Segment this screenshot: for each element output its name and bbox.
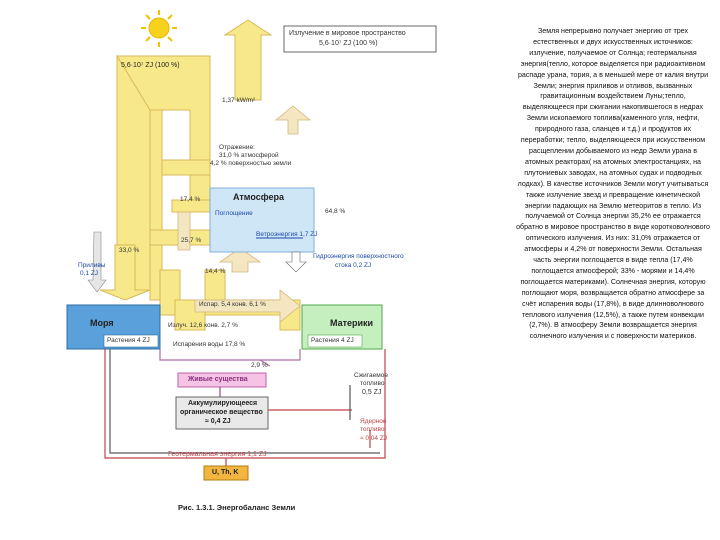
- burned-fuel-label-2: топливо: [360, 380, 385, 387]
- living-beings-box: [177, 372, 267, 388]
- atmosphere-box: [209, 187, 315, 253]
- description-text: Земля непрерывно получает энергию от тре…: [516, 27, 710, 341]
- atmosphere-title: Атмосфера: [233, 192, 284, 202]
- burned-fuel-value: 0,5 ZJ: [362, 389, 382, 396]
- incoming-sun-value: 5,6·10⁷ ZJ (100 %): [121, 62, 180, 69]
- accumulating-label-2: органическое вещество: [180, 409, 263, 416]
- accumulating-value: ≈ 0,4 ZJ: [205, 418, 231, 425]
- tides-arrow: [87, 231, 107, 293]
- atmosphere-absorption: Поглощение: [215, 210, 253, 217]
- connector-lines: [104, 349, 386, 466]
- solar-constant: 1,37 kW/m²: [222, 97, 256, 104]
- nuclear-fuel-label: Ядерное: [360, 418, 387, 425]
- reflection-surface: 4,2 % поверхностью земли: [210, 160, 292, 167]
- nuclear-fuel-value: ≈ 0,04 ZJ: [360, 435, 388, 442]
- wind-energy: Ветроэнергия 1,7 ZJ: [256, 231, 318, 238]
- sun-icon: [141, 10, 177, 47]
- continents-title: Материки: [330, 318, 374, 328]
- outer-space-box: [283, 25, 437, 53]
- seas-plants-box: [103, 334, 159, 348]
- outer-space-label: Излучение в мировое пространство: [289, 30, 406, 37]
- elements-label: U, Th, K: [212, 469, 239, 476]
- hydro-energy-value: стока 0,2 ZJ: [335, 262, 372, 269]
- atm-25-7: 25,7 %: [181, 237, 202, 244]
- atm-64-8: 64,8 %: [325, 208, 346, 215]
- seas-title: Моря: [90, 318, 114, 328]
- living-beings-label: Живые существа: [188, 376, 248, 383]
- continents-plants-box: [307, 334, 363, 348]
- atm-33: 33,0 %: [119, 247, 140, 254]
- figure-caption: Рис. 1.3.1. Энергобаланс Земли: [178, 503, 296, 512]
- tides-label: Приливы: [78, 262, 106, 269]
- accumulating-label-1: Аккумулирующееся: [188, 400, 258, 407]
- hydro-arrow: [285, 251, 307, 273]
- seas-plants: Растения 4 ZJ: [107, 337, 150, 344]
- continents-plants: Растения 4 ZJ: [311, 337, 354, 344]
- evaporation-convection: Испар. 5,4 конв. 6,1 %: [199, 301, 266, 308]
- tides-value: 0,1 ZJ: [80, 270, 99, 277]
- water-evaporation: Испарения воды 17,8 %: [173, 341, 246, 348]
- burned-fuel-label: Сжигаемое: [354, 372, 388, 379]
- radiation-convection: Излуч. 12,6 конв. 2,7 %: [168, 322, 238, 329]
- nuclear-fuel-label-2: топливо: [360, 426, 385, 433]
- atm-17-4: 17,4 %: [180, 196, 201, 203]
- reflection-label: Отражение:: [219, 144, 255, 151]
- outer-space-value: 5,6·10⁷ ZJ (100 %): [319, 40, 378, 47]
- hydro-energy: Гидроэнергия поверхностного: [313, 253, 404, 260]
- atm-14-4: 14,4 %: [205, 268, 226, 275]
- geothermal-label: Геотермальная энергия 1,1 ZJ: [168, 451, 267, 458]
- accumulating-box: [175, 396, 269, 430]
- moon-icon: [88, 210, 96, 226]
- pct-2-9: 2,9 %: [251, 362, 268, 369]
- reflection-atmosphere: 31,0 % атмосферой: [219, 152, 279, 159]
